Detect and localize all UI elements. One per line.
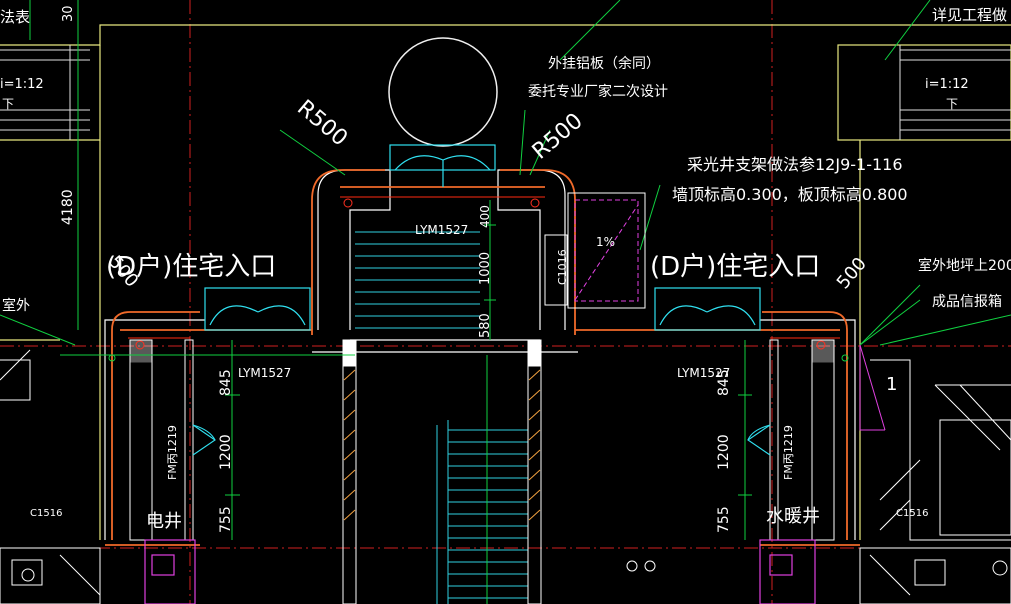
- shaft-doors: [192, 424, 771, 456]
- radius-right-label: R500: [528, 109, 588, 165]
- aluminum-panel-label: 外挂铝板（余同）: [548, 55, 660, 72]
- entrance-walls: [129, 339, 835, 541]
- top-right-detail-label: 详见工程做: [932, 6, 1007, 24]
- top-doors: [389, 144, 496, 187]
- skylight-note-label: 采光井支架做法参12J9-1-116: [687, 155, 903, 174]
- outdoor-floor-label: 室外地坪上200: [918, 257, 1011, 274]
- slope-right-sub-label: 下: [946, 97, 958, 111]
- ramp-left: [0, 45, 90, 140]
- lym-left-label: LYM1527: [238, 366, 291, 380]
- r500-small-right-label: 500: [833, 253, 871, 293]
- entrance-right-label: (D户)住宅入口: [650, 252, 820, 282]
- elec-shaft-label: 电井: [146, 511, 182, 532]
- slope-left-label: i=1:12: [0, 77, 44, 92]
- slope-pct-label: 1%: [596, 235, 615, 249]
- main-stair: [436, 420, 528, 604]
- red-lines: [128, 196, 840, 339]
- dim-1200-right-label: 1200: [716, 434, 732, 470]
- mailbox-label: 成品信报箱: [932, 294, 1002, 310]
- entrance-left-label: (D户)住宅入口: [106, 252, 276, 282]
- top-left-method-label: 法表: [0, 8, 30, 26]
- mailbox-shape: [859, 344, 886, 431]
- entrance-doors: [204, 287, 761, 331]
- skylight-box: [544, 192, 646, 309]
- dim-1000-label: 1000: [478, 252, 493, 285]
- c1516-right-label: C1516: [896, 508, 928, 519]
- lym-top-label: LYM1527: [415, 223, 468, 237]
- dim-4180-label: 4180: [60, 189, 76, 225]
- fm-right-label: FM丙1219: [782, 425, 795, 480]
- radius-left-label: R500: [292, 95, 352, 151]
- porch-stairs: [355, 231, 480, 329]
- slope-left-sub-label: 下: [2, 97, 14, 111]
- dim-400-label: 400: [478, 205, 492, 228]
- skylight-circle: [388, 37, 498, 147]
- second-design-label: 委托专业厂家二次设计: [528, 83, 668, 100]
- c1516-left-label: C1516: [30, 508, 62, 519]
- right-structure: [0, 349, 1011, 541]
- dim-845-right-label: 845: [716, 369, 732, 396]
- c1016-label: C1016: [556, 249, 569, 285]
- building-outline: [0, 24, 1011, 540]
- stair-walls: [342, 339, 542, 604]
- bottom-fixtures: [144, 539, 816, 604]
- dim-1200-left-label: 1200: [218, 434, 234, 470]
- dim-755-right-label: 755: [716, 506, 732, 533]
- number-1-label: 1: [886, 374, 897, 395]
- dim-845-left-label: 845: [218, 369, 234, 396]
- bottom-walls: [0, 547, 1011, 604]
- markers: [135, 198, 826, 350]
- dim-580-label: 580: [478, 313, 493, 338]
- lym-right-label: LYM1527: [677, 366, 730, 380]
- dim-755-left-label: 755: [218, 506, 234, 533]
- fm-left-label: FM丙1219: [166, 425, 179, 480]
- slope-right-label: i=1:12: [925, 77, 969, 92]
- stair-wall-hatch: [343, 369, 541, 521]
- outdoor-left-label: 室外: [2, 297, 30, 314]
- skylight-heights-label: 墙顶标高0.300，板顶标高0.800: [672, 185, 908, 204]
- green-markers: [108, 354, 849, 362]
- ramp-right: [899, 45, 1011, 140]
- plumb-shaft-label: 水暖井: [766, 506, 820, 527]
- top-dim-30-label: 30: [61, 5, 76, 22]
